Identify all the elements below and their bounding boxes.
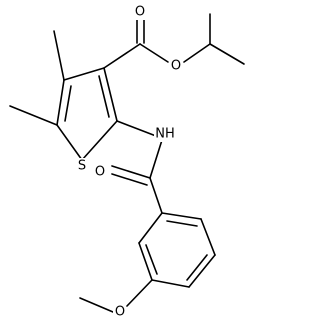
bond-amide-c-ring (149, 177, 163, 214)
bond-s-c2 (81, 120, 118, 161)
bond-amide-c-o-double-b (111, 173, 148, 186)
bond-ring-2-3 (138, 242, 153, 281)
bond-c5-s (56, 124, 83, 161)
bond-c4-c5 (56, 79, 65, 126)
bond-ring-2-3-double (145, 244, 158, 275)
bond-ring-6-1-double (166, 220, 198, 227)
bond-amide-c-o-double-a (111, 165, 151, 179)
bond-ester-c-o (139, 43, 169, 63)
amide-nitrogen-label: NH (155, 127, 175, 142)
bond-ring-1-2 (138, 212, 163, 244)
bond-isopropyl-methyl-right (209, 43, 245, 65)
bond-ring-methoxy-o (126, 279, 153, 307)
bond-ring-3-4 (151, 279, 190, 288)
bond-c4-c5-double (64, 85, 72, 122)
bond-ring-5-6 (200, 218, 216, 256)
bonds (9, 13, 245, 313)
bond-c2-c3-double (98, 75, 110, 118)
bond-c4-methyl (53, 30, 65, 81)
bond-c3-c4 (63, 67, 105, 81)
atom-labels: O O S NH O O (76, 4, 183, 320)
bond-n-amide-c (149, 139, 163, 179)
bond-methoxy-o-methyl (79, 297, 114, 313)
chemical-structure: O O S NH O O (9, 4, 245, 320)
bond-ring-6-1 (161, 212, 202, 220)
bond-c2-c3 (103, 67, 118, 122)
ester-carbonyl-oxygen-label: O (135, 5, 145, 20)
methoxy-oxygen-label: O (115, 305, 125, 320)
bond-c2-n (116, 120, 157, 137)
thiophene-sulfur-label: S (78, 159, 86, 174)
bond-ring-4-5-double (186, 254, 208, 281)
bond-ring-4-5 (188, 254, 216, 288)
bond-c5-methyl (9, 105, 58, 126)
amide-carbonyl-oxygen-label: O (95, 165, 105, 180)
ester-oxygen-label: O (171, 59, 181, 74)
bond-c3-ester-c (103, 43, 141, 69)
bond-o-isopropyl (183, 43, 211, 63)
